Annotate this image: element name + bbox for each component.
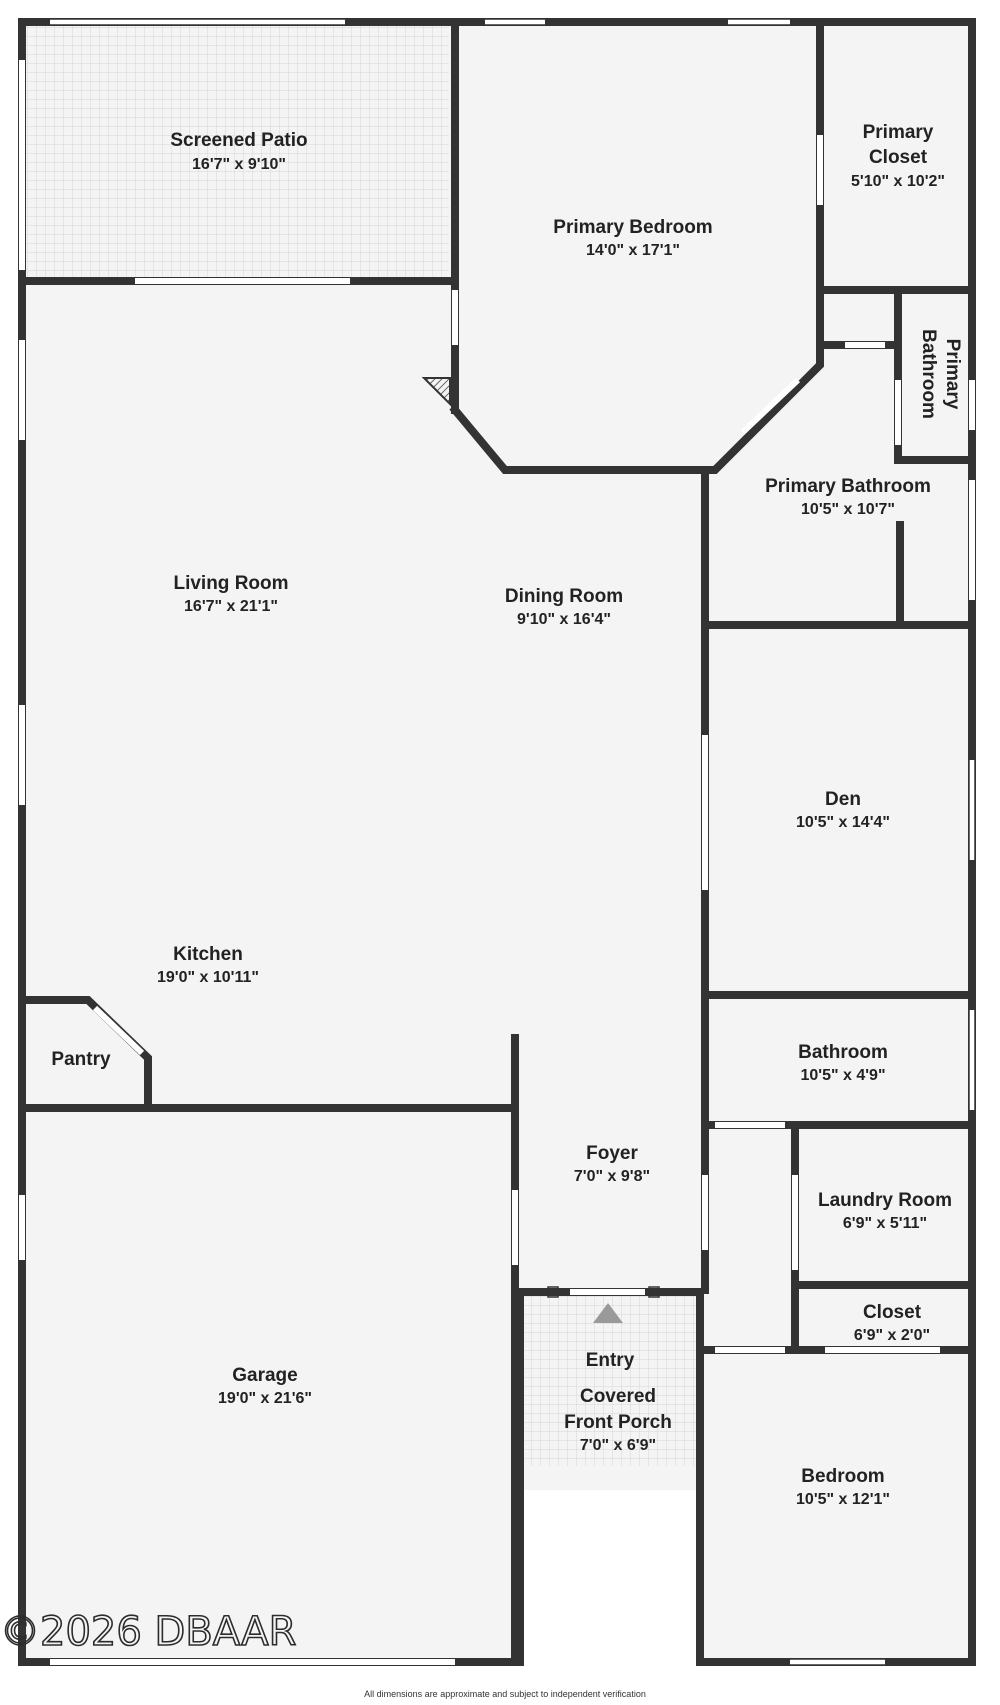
- bathroom-name: Bathroom: [798, 1042, 888, 1063]
- living-room-name: Living Room: [173, 573, 288, 594]
- entry-name: Entry: [586, 1350, 635, 1371]
- kitchen-name: Kitchen: [173, 944, 243, 965]
- primary-bedroom-dim: 14'0" x 17'1": [586, 242, 680, 259]
- garage-dim: 19'0" x 21'6": [218, 1390, 312, 1407]
- primary-closet-name-2: Closet: [869, 147, 928, 168]
- primary-bath-small-name-2: Bathroom: [918, 329, 939, 419]
- closet-name: Closet: [863, 1302, 922, 1323]
- bathroom-dim: 10'5" x 4'9": [800, 1067, 885, 1084]
- garage-name: Garage: [232, 1365, 297, 1386]
- closet-dim: 6'9" x 2'0": [854, 1327, 930, 1344]
- floor-fills: [22, 22, 972, 1662]
- porch-floor: [524, 1296, 697, 1466]
- pantry-name: Pantry: [51, 1049, 111, 1070]
- entry-arrow-icon: [593, 1303, 623, 1323]
- primary-closet-dim: 5'10" x 10'2": [851, 173, 945, 190]
- primary-bathroom-name: Primary Bathroom: [765, 476, 931, 497]
- porch-name-2: Front Porch: [564, 1412, 672, 1433]
- screened-patio-floor: [26, 26, 449, 281]
- primary-bathroom-dim: 10'5" x 10'7": [801, 501, 895, 518]
- screened-patio-name: Screened Patio: [170, 130, 307, 151]
- primary-bath-small-name-1: Primary: [942, 339, 963, 410]
- den-dim: 10'5" x 14'4": [796, 814, 890, 831]
- primary-bedroom-name: Primary Bedroom: [553, 217, 712, 238]
- windows: [19, 19, 975, 1665]
- room-labels: Screened Patio 16'7" x 9'10" Primary Bed…: [51, 122, 963, 1508]
- den-name: Den: [825, 789, 861, 810]
- primary-closet-name-1: Primary: [863, 122, 934, 143]
- hatch-corner: [421, 377, 451, 407]
- foyer-dim: 7'0" x 9'8": [574, 1168, 650, 1185]
- porch-dim: 7'0" x 6'9": [580, 1437, 656, 1454]
- kitchen-dim: 19'0" x 10'11": [157, 969, 259, 986]
- foyer-name: Foyer: [586, 1143, 638, 1164]
- footer-note: All dimensions are approximate and subje…: [364, 1689, 646, 1699]
- screened-patio-dim: 16'7" x 9'10": [192, 156, 286, 173]
- living-room-dim: 16'7" x 21'1": [184, 598, 278, 615]
- porch-name-1: Covered: [580, 1386, 656, 1407]
- bedroom-dim: 10'5" x 12'1": [796, 1491, 890, 1508]
- watermark: ©2026 DBAAR: [0, 1609, 296, 1655]
- window-frames: [47, 18, 976, 1666]
- laundry-room-name: Laundry Room: [818, 1190, 952, 1211]
- dining-room-dim: 9'10" x 16'4": [517, 611, 611, 628]
- dining-room-name: Dining Room: [505, 586, 623, 607]
- laundry-room-dim: 6'9" x 5'11": [843, 1215, 927, 1232]
- bedroom-name: Bedroom: [801, 1466, 884, 1487]
